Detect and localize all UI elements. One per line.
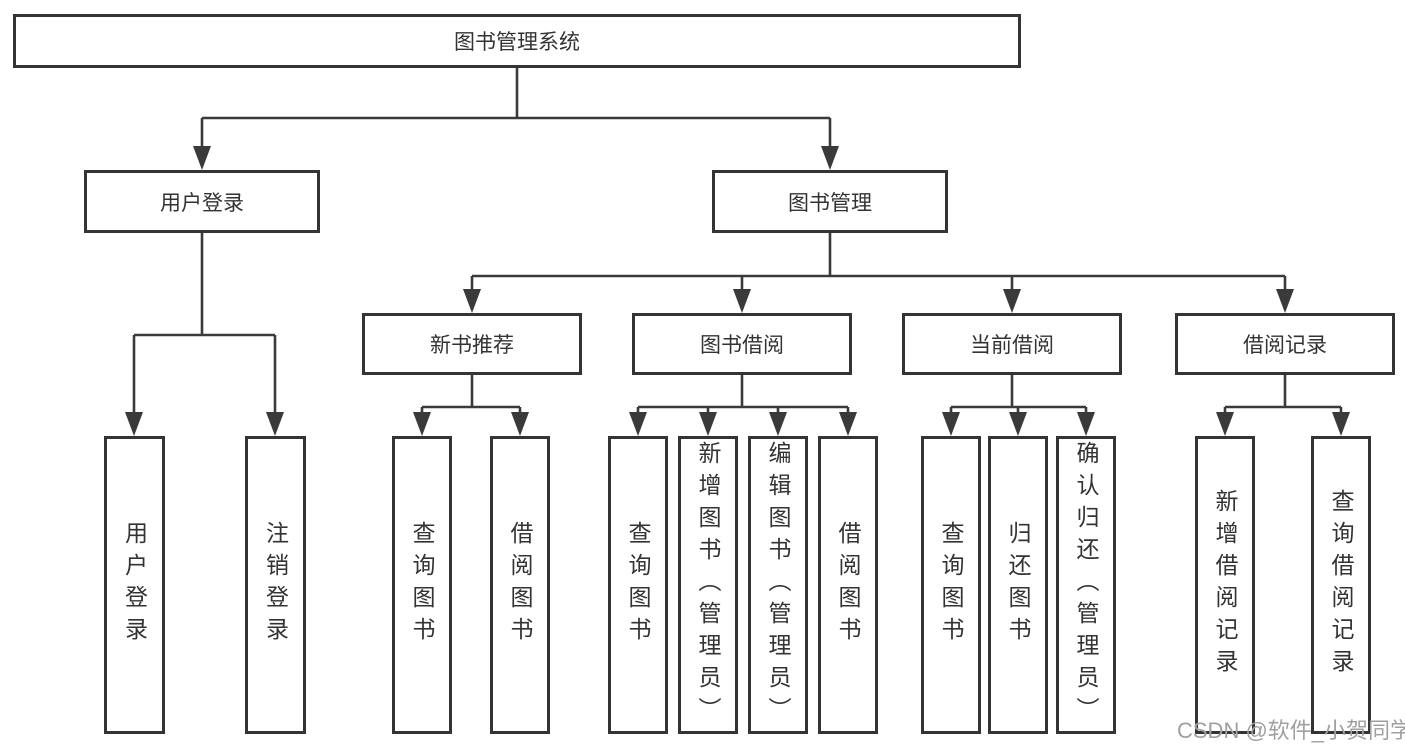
node-current-borrowing: 当前借阅 [902,313,1122,375]
node-borrowing-records: 借阅记录 [1175,313,1395,375]
leaf-search-borrow-record: 查询借阅记录 [1311,436,1371,734]
arrowhead [1332,412,1350,436]
arrowhead [1216,412,1234,436]
arrowhead [1003,289,1021,313]
leaf-search-books-current: 查询图书 [921,436,981,734]
leaf-logout: 注销登录 [245,436,306,734]
leaf-add-borrow-record: 新增借阅记录 [1195,436,1255,734]
leaf-borrow-books-recommend: 借阅图书 [490,436,550,734]
arrowhead [413,412,431,436]
arrowhead [266,412,284,436]
node-user-login: 用户登录 [84,170,320,233]
arrowhead [1276,289,1294,313]
arrowhead [1077,412,1095,436]
arrowhead [769,412,787,436]
leaf-add-book-admin: 新增图书（管理员） [678,436,738,734]
leaf-borrow-books: 借阅图书 [818,436,878,734]
node-book-borrowing: 图书借阅 [632,313,852,375]
arrowhead [511,412,529,436]
arrowhead [125,412,143,436]
node-book-management: 图书管理 [712,170,948,233]
node-new-book-recommendation: 新书推荐 [362,313,582,375]
leaf-return-book: 归还图书 [988,436,1048,734]
connector-lines [132,68,1343,413]
watermark-text: CSDN @软件_小贺同学 [1177,718,1405,743]
leaf-confirm-return-admin: 确认归还（管理员） [1056,436,1116,734]
arrowhead [699,412,717,436]
leaf-search-books-recommend: 查询图书 [392,436,452,734]
arrowhead [1009,412,1027,436]
arrowhead [839,412,857,436]
node-library-system: 图书管理系统 [13,14,1021,68]
arrowhead [629,412,647,436]
leaf-search-books-borrow: 查询图书 [608,436,668,734]
leaf-user-login: 用户登录 [104,436,165,734]
arrowhead [193,146,211,170]
arrowhead [821,146,839,170]
arrowhead [733,289,751,313]
leaf-edit-book-admin: 编辑图书（管理员） [748,436,808,734]
arrowhead [463,289,481,313]
arrowhead [942,412,960,436]
